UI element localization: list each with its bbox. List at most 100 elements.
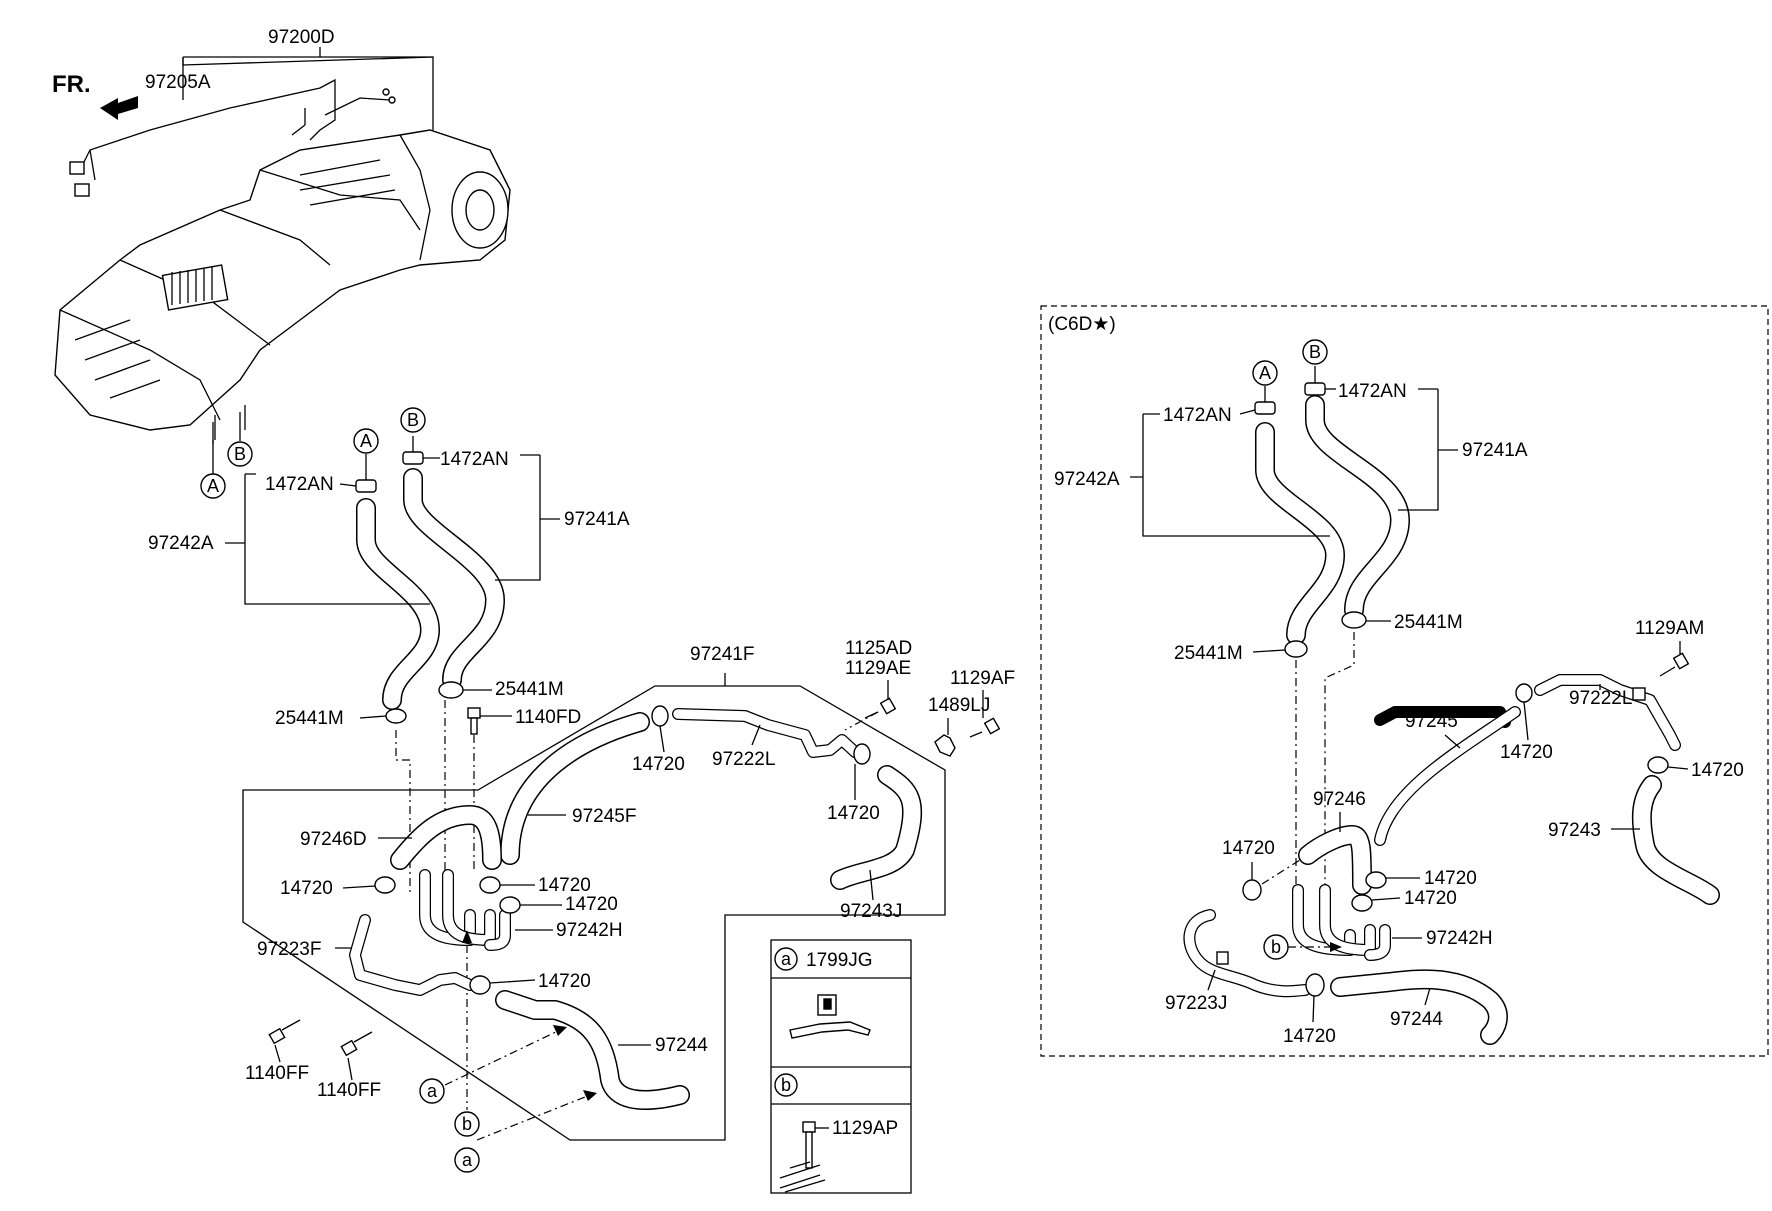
svg-text:b: b <box>462 1114 472 1134</box>
callout-A-hvac: A <box>200 473 226 499</box>
variant-label-25441M-right: 25441M <box>1394 612 1463 633</box>
label-97245F: 97245F <box>572 806 636 827</box>
variant-bracket-97222L <box>1632 687 1646 701</box>
callout-B-upper: B <box>400 407 426 433</box>
variant-label-97244: 97244 <box>1390 1009 1443 1030</box>
clamp-14720-c <box>374 876 396 894</box>
clamp-1472AN-a <box>355 479 377 493</box>
hose-97222L <box>672 708 861 758</box>
variant-hose-97242H <box>1292 884 1391 961</box>
label-14720-e: 14720 <box>565 894 618 915</box>
legend-box: a 1799JG b 1129AP <box>770 939 912 1194</box>
hose-97242A <box>356 498 440 710</box>
variant-label-97246: 97246 <box>1313 789 1366 810</box>
variant-clamp-1472AN-b <box>1304 382 1326 396</box>
callout-b-bottom: b <box>454 1111 480 1137</box>
hose-97241A <box>403 468 505 690</box>
label-14720-b: 14720 <box>827 803 880 824</box>
variant-clip-25441M-left <box>1284 640 1308 658</box>
label-97222L: 97222L <box>712 749 775 770</box>
variant-label-97223J: 97223J <box>1165 993 1227 1014</box>
variant-label-97243: 97243 <box>1548 820 1601 841</box>
variant-label-1129AM: 1129AM <box>1635 618 1704 639</box>
svg-text:a: a <box>462 1150 473 1170</box>
variant-clamp-14720-c <box>1242 879 1262 901</box>
svg-text:A: A <box>1259 363 1271 383</box>
variant-clamp-1472AN-a <box>1254 401 1276 415</box>
legend-a-label: a <box>781 949 792 969</box>
bolt-1129AP-icon <box>802 1121 816 1133</box>
clip-25441M-left <box>385 708 407 724</box>
variant-hose-97246 <box>1298 825 1372 895</box>
label-1140FD: 1140FD <box>515 707 581 728</box>
label-97200D: 97200D <box>268 27 335 48</box>
variant-hose-97222L <box>1534 674 1681 751</box>
variant-label-97241A: 97241A <box>1462 440 1528 461</box>
label-25441M-right: 25441M <box>495 679 564 700</box>
bolt-1140FD <box>467 707 481 735</box>
clip-25441M-right <box>438 681 464 699</box>
clamp-14720-d <box>479 876 501 894</box>
legend-b-part: 1129AP <box>832 1118 898 1139</box>
variant-label-14720-e: 14720 <box>1404 888 1457 909</box>
front-arrow-icon <box>100 96 138 120</box>
svg-text:A: A <box>360 431 372 451</box>
variant-clamp-14720-d <box>1365 871 1387 889</box>
label-14720-c: 14720 <box>280 878 333 899</box>
bolt-1129AF <box>969 717 1001 738</box>
label-97242H: 97242H <box>556 920 623 941</box>
variant-clamp-14720-b <box>1647 756 1669 774</box>
svg-text:B: B <box>1309 342 1321 362</box>
label-1489LJ: 1489LJ <box>928 695 990 716</box>
clamp-14720-b <box>853 743 871 765</box>
label-1472AN-a: 1472AN <box>265 474 334 495</box>
callout-a-bottom-1: a <box>419 1078 445 1104</box>
label-1472AN-b: 1472AN <box>440 449 509 470</box>
hvac-unit-illustration <box>54 129 511 440</box>
variant-label-1472AN-b: 1472AN <box>1338 381 1407 402</box>
variant-label-14720-c: 14720 <box>1222 838 1275 859</box>
clamp-1472AN-b <box>402 451 424 465</box>
hose-97246D <box>390 805 502 870</box>
callout-B-hvac: B <box>227 441 253 467</box>
clamp-14720-e <box>499 896 521 914</box>
bolt-1140FF-2 <box>340 1031 373 1057</box>
variant-title: (C6D★) <box>1048 314 1116 335</box>
variant-bracket-97223J <box>1216 951 1229 965</box>
wiring-harness-illustration <box>69 78 396 197</box>
label-14720-a: 14720 <box>632 754 685 775</box>
label-97242A: 97242A <box>148 533 214 554</box>
label-14720-f: 14720 <box>538 971 591 992</box>
variant-callout-b: b <box>1263 934 1289 960</box>
label-25441M-left: 25441M <box>275 708 344 729</box>
legend-a-part: 1799JG <box>806 950 873 971</box>
variant-callout-B: B <box>1302 339 1328 365</box>
label-97223F: 97223F <box>257 939 321 960</box>
svg-text:a: a <box>427 1081 438 1101</box>
label-97205A: 97205A <box>145 72 211 93</box>
callout-A-upper: A <box>353 428 379 454</box>
variant-label-14720-b: 14720 <box>1691 760 1744 781</box>
callout-a-bottom-2: a <box>454 1147 480 1173</box>
svg-text:B: B <box>234 444 246 464</box>
variant-clamp-14720-a <box>1515 683 1533 703</box>
variant-clamp-14720-f <box>1305 973 1325 997</box>
label-1129AF: 1129AF <box>950 668 1015 689</box>
hose-97245F <box>500 712 650 865</box>
label-97244: 97244 <box>655 1035 708 1056</box>
clamp-14720-f <box>469 975 491 995</box>
hose-97243J <box>830 765 923 890</box>
variant-label-97242H: 97242H <box>1426 928 1493 949</box>
variant-clamp-14720-e <box>1351 894 1373 912</box>
variant-hose-97243 <box>1631 775 1720 905</box>
label-97241A: 97241A <box>564 509 630 530</box>
front-direction-label: FR. <box>52 71 91 98</box>
leader-97200D <box>182 56 434 130</box>
variant-hose-97244 <box>1330 969 1508 1045</box>
label-1140FF-2: 1140FF <box>317 1080 381 1101</box>
clamp-14720-a <box>651 705 669 727</box>
variant-hose-97241A <box>1305 395 1410 620</box>
variant-label-14720-f: 14720 <box>1283 1026 1336 1047</box>
label-14720-d: 14720 <box>538 875 591 896</box>
